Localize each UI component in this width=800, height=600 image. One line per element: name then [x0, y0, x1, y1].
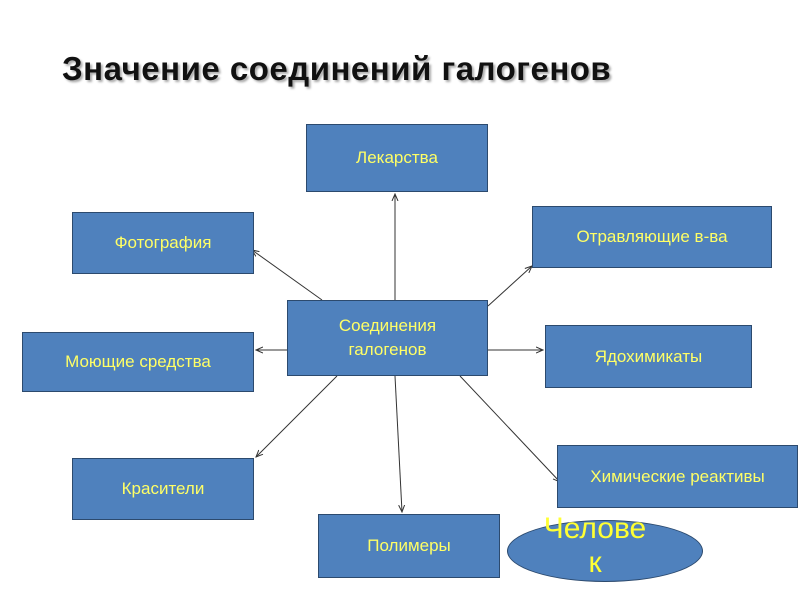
- node-label: Фотография: [114, 233, 212, 252]
- node-poisons: Отравляющие в-ва: [532, 206, 772, 268]
- slide-title: Значение соединений галогенов: [62, 50, 612, 87]
- arrow-to-polymers: [394, 375, 402, 512]
- center-label-line1: Соединения: [338, 316, 437, 335]
- human-label: Челове к: [520, 512, 670, 580]
- node-label: Ядохимикаты: [594, 346, 703, 366]
- human-label-line2: к: [588, 546, 602, 579]
- node-dyes: Красители: [72, 458, 254, 520]
- node-label: Лекарства: [356, 148, 438, 167]
- node-photography: Фотография: [72, 212, 254, 274]
- arrow-to-photography: [252, 250, 323, 301]
- node-label: Отравляющие в-ва: [576, 227, 728, 246]
- arrow-to-reagents: [459, 375, 560, 482]
- node-label: Моющие средства: [65, 352, 211, 371]
- node-detergents: Моющие средства: [22, 332, 254, 392]
- node-label: Полимеры: [367, 536, 451, 555]
- node-label: Химические реактивы: [590, 466, 765, 486]
- human-ellipse: [507, 520, 703, 582]
- node-label: Красители: [121, 479, 205, 498]
- center-label-line2: галогенов: [348, 340, 427, 359]
- human-label-line1: Челове: [543, 512, 647, 545]
- node-center: Соединения галогенов: [287, 300, 488, 376]
- node-reagents: Химические реактивы: [557, 445, 798, 508]
- node-pesticides: Ядохимикаты: [545, 325, 752, 388]
- arrow-to-dyes: [256, 375, 338, 457]
- node-polymers: Полимеры: [318, 514, 500, 578]
- arrow-to-poisons: [487, 266, 532, 307]
- node-medicines: Лекарства: [306, 124, 488, 192]
